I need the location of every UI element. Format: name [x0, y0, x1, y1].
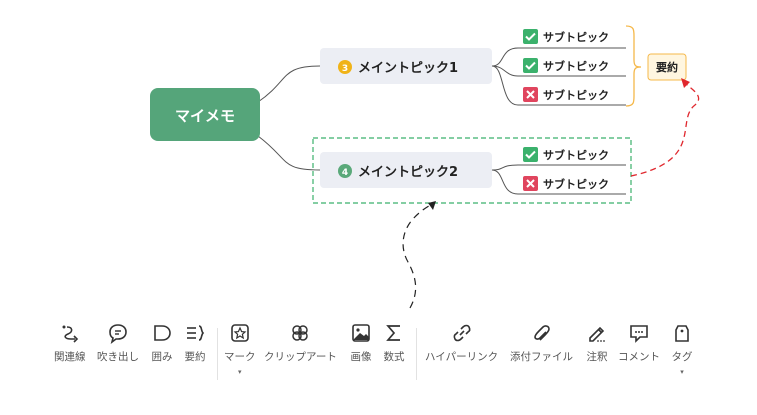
connector-main2-sub1 — [491, 164, 626, 171]
main-topic-2-label: メイントピック2 — [358, 165, 458, 180]
subtopic-label: サブトピック — [543, 30, 609, 44]
priority-3-icon — [338, 60, 352, 74]
connector-main2-sub2 — [491, 169, 626, 195]
toolbar-relation-label: 関連線 — [54, 351, 86, 363]
subtopic-label: サブトピック — [543, 148, 609, 162]
check-mark — [525, 150, 536, 159]
toolbar-summary-label: 要約 — [184, 351, 206, 363]
toolbar-note-button[interactable]: 注釈 — [586, 322, 608, 364]
toolbar-comment-button[interactable]: コメント — [618, 322, 660, 364]
toolbar-summary-button[interactable]: 要約 — [184, 322, 206, 364]
hyperlink-icon — [453, 324, 470, 342]
toolbar-separator — [217, 328, 218, 380]
callout-icon — [109, 324, 127, 344]
check-mark — [525, 61, 536, 70]
toolbar-tag-label: タグ — [671, 351, 693, 363]
toolbar-clipart-button[interactable]: クリップアート — [264, 322, 337, 364]
subtopic-1-2[interactable]: サブトピック — [523, 58, 609, 73]
boundary-icon — [154, 325, 171, 341]
dropdown-caret-icon[interactable]: ▾ — [237, 368, 242, 376]
central-topic[interactable]: マイメモ — [150, 88, 260, 141]
priority-4-icon — [338, 164, 352, 178]
toolbar-formula-button[interactable]: 数式 — [383, 322, 405, 364]
note-icon — [589, 326, 605, 342]
main-topic-1-label: メイントピック1 — [358, 61, 458, 76]
pointer-arrow-line — [402, 203, 433, 309]
summary-icon — [187, 325, 205, 341]
comment-icon — [630, 325, 648, 343]
summary-label: 要約 — [656, 60, 678, 74]
subtopic-label: サブトピック — [543, 88, 609, 102]
main-topic-2[interactable]: 4 メイントピック2 — [320, 152, 492, 188]
toolbar-relation-button[interactable]: 関連線 — [54, 322, 86, 364]
toolbar-hyperlink-button[interactable]: ハイパーリンク — [425, 322, 498, 364]
attachment-icon — [533, 325, 550, 341]
image-icon — [352, 324, 370, 342]
toolbar-clipart-label: クリップアート — [264, 351, 337, 363]
summary-brace — [625, 25, 642, 107]
toolbar-image-button[interactable]: 画像 — [350, 322, 372, 364]
formula-icon — [386, 325, 400, 341]
subtopic-1-1[interactable]: サブトピック — [523, 29, 609, 44]
check-icon — [523, 147, 538, 162]
connector-main1-sub3 — [491, 65, 626, 106]
toolbar-tag-button[interactable]: タグ ▾ — [671, 322, 693, 376]
toolbar-attachment-label: 添付ファイル — [510, 351, 573, 363]
toolbar-separator — [416, 328, 417, 380]
subtopic-2-2[interactable]: サブトピック — [523, 176, 609, 191]
tag-icon — [675, 325, 689, 342]
subtopic-label: サブトピック — [543, 177, 609, 191]
toolbar-callout-label: 吹き出し — [97, 351, 139, 363]
toolbar-mark-label: マーク — [224, 351, 256, 363]
check-mark — [525, 32, 536, 41]
toolbar-image-label: 画像 — [350, 351, 372, 363]
toolbar-boundary-button[interactable]: 囲み — [151, 322, 173, 364]
toolbar-mark-button[interactable]: マーク ▾ — [224, 322, 256, 376]
toolbar-formula-label: 数式 — [383, 351, 405, 363]
check-icon — [523, 29, 538, 44]
cross-mark — [526, 90, 535, 99]
pointer-arrowhead — [428, 201, 436, 210]
toolbar-comment-label: コメント — [618, 351, 660, 363]
toolbar-attachment-button[interactable]: 添付ファイル — [510, 322, 573, 364]
summary-box[interactable] — [647, 53, 687, 81]
connector-central-main1 — [257, 65, 321, 103]
toolbar-boundary-label: 囲み — [151, 351, 173, 363]
relationship-arrowhead — [681, 78, 690, 88]
relationship-line[interactable] — [630, 81, 700, 177]
mark-icon — [230, 324, 249, 342]
subtopic-1-3[interactable]: サブトピック — [523, 87, 609, 102]
cross-mark — [526, 179, 535, 188]
toolbar-note-label: 注釈 — [586, 351, 608, 363]
central-topic-label: マイメモ — [175, 107, 235, 125]
main-topic-2-marker-number: 4 — [342, 168, 348, 178]
summary-node[interactable]: 要約 — [647, 53, 687, 81]
central-topic-box[interactable] — [150, 88, 260, 141]
connector-main1-sub2 — [491, 65, 626, 77]
main-topic-1-marker-number: 3 — [342, 64, 348, 74]
main-topic-2-box[interactable] — [320, 152, 492, 188]
relation-line-icon — [62, 325, 78, 343]
clipart-icon — [292, 325, 309, 341]
check-icon — [523, 58, 538, 73]
connector-central-main2 — [257, 135, 321, 171]
connectors — [257, 47, 626, 195]
toolbar-hyperlink-label: ハイパーリンク — [425, 351, 499, 363]
main-topic-1-box[interactable] — [320, 48, 492, 84]
subtopic-2-1[interactable]: サブトピック — [523, 147, 609, 162]
connector-main1-sub1 — [491, 47, 626, 67]
dropdown-caret-icon[interactable]: ▾ — [680, 368, 684, 376]
toolbar-callout-button[interactable]: 吹き出し — [97, 322, 139, 364]
main-topic-1[interactable]: 3 メイントピック1 — [320, 48, 492, 84]
subtopic-label: サブトピック — [543, 59, 609, 73]
